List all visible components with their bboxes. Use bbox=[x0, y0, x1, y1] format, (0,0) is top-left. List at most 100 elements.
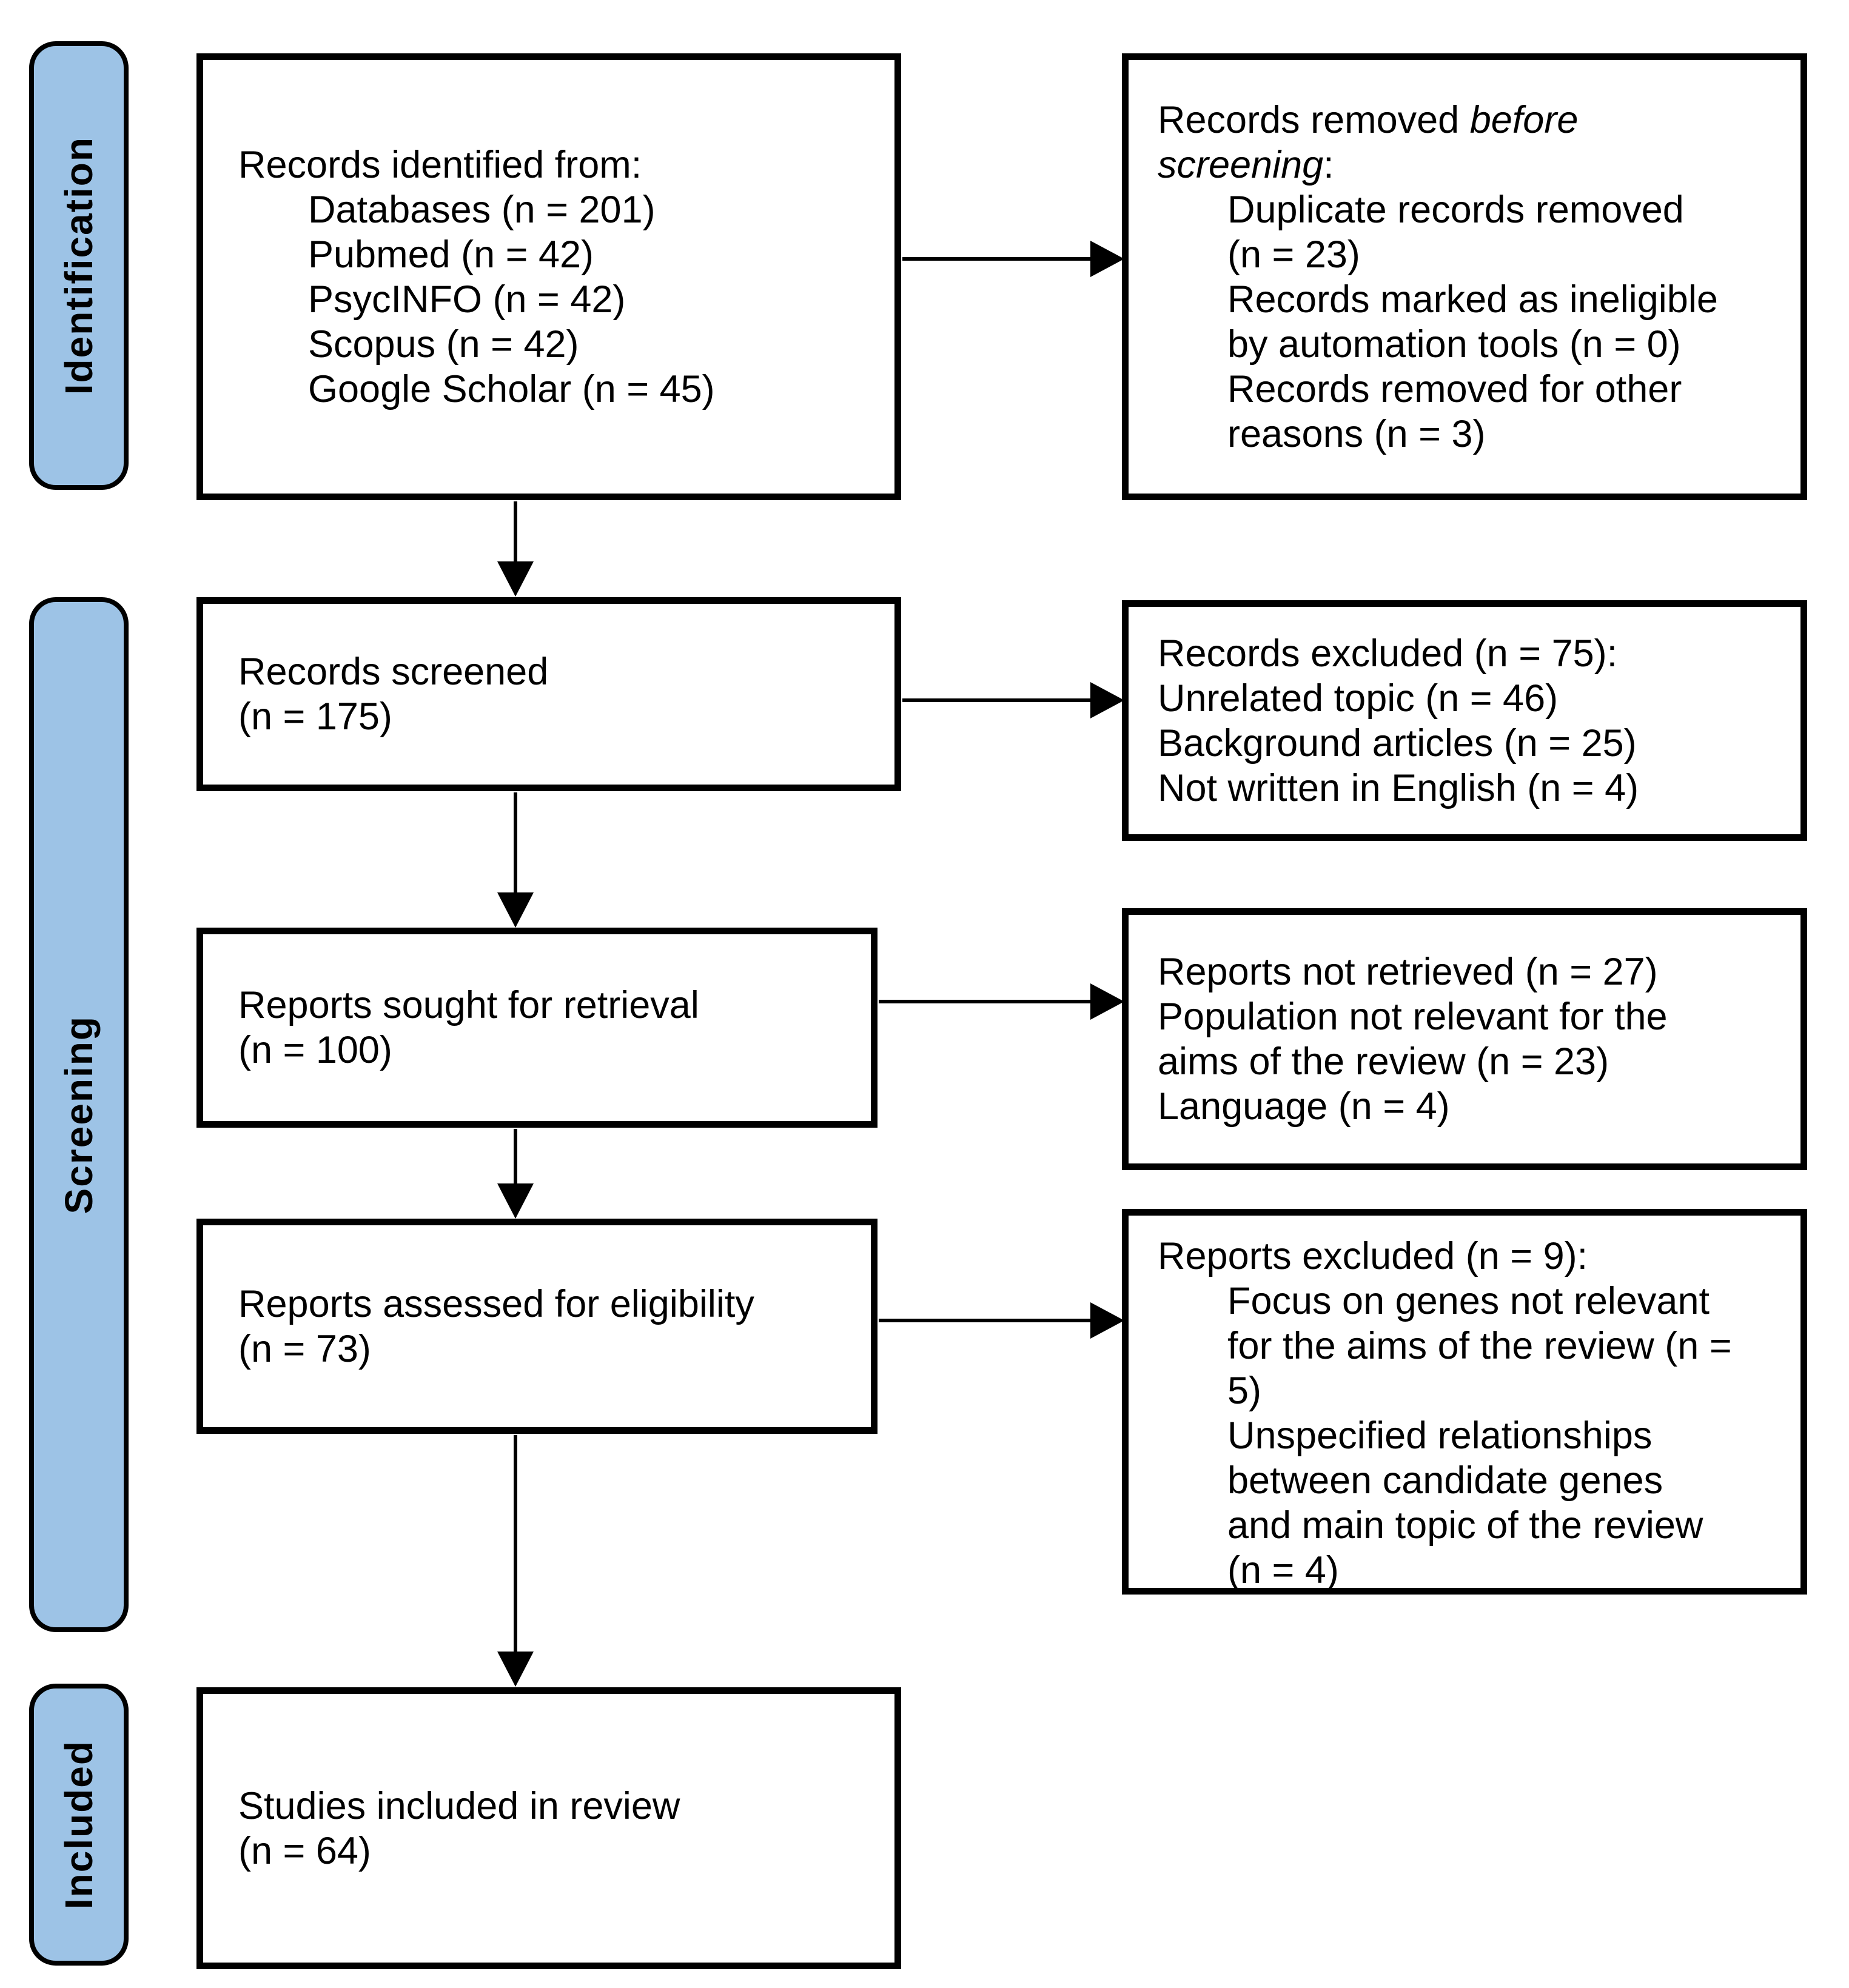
text-run: reasons (n = 3) bbox=[1227, 412, 1486, 455]
text-run: Reports excluded (n = 9): bbox=[1158, 1235, 1588, 1277]
box-reports-sought: Reports sought for retrieval(n = 100) bbox=[196, 928, 878, 1128]
text-run: PsycINFO (n = 42) bbox=[308, 278, 626, 321]
text-line: Pubmed (n = 42) bbox=[238, 232, 876, 277]
text-run: Population not relevant for the bbox=[1158, 996, 1668, 1038]
text-run: Duplicate records removed bbox=[1227, 188, 1684, 231]
text-line: Records removed before bbox=[1158, 98, 1782, 142]
arrow-assessed-to-included bbox=[497, 1435, 534, 1687]
text-run: : bbox=[1323, 143, 1334, 186]
text-line: Not written in English (n = 4) bbox=[1158, 766, 1782, 811]
text-run: for the aims of the review (n = bbox=[1227, 1325, 1732, 1367]
text-run: and main topic of the review bbox=[1227, 1504, 1703, 1547]
text-run: (n = 175) bbox=[238, 695, 392, 738]
text-line: between candidate genes bbox=[1158, 1458, 1782, 1503]
text-run: (n = 4) bbox=[1227, 1549, 1339, 1591]
text-run: (n = 100) bbox=[238, 1029, 392, 1071]
text-line: (n = 175) bbox=[238, 694, 876, 739]
text-line: Unspecified relationships bbox=[1158, 1413, 1782, 1458]
text-line: Background articles (n = 25) bbox=[1158, 721, 1782, 766]
text-line: Google Scholar (n = 45) bbox=[238, 367, 876, 412]
text-line: (n = 100) bbox=[238, 1028, 853, 1073]
text-line: PsycINFO (n = 42) bbox=[238, 277, 876, 322]
text-line: Focus on genes not relevant bbox=[1158, 1279, 1782, 1324]
text-line: Population not relevant for the bbox=[1158, 994, 1782, 1039]
text-run: Reports sought for retrieval bbox=[238, 984, 699, 1026]
arrow-screened-to-sought bbox=[497, 792, 534, 928]
text-run: Language (n = 4) bbox=[1158, 1085, 1450, 1128]
stage-label-identification: Identification bbox=[57, 136, 101, 395]
text-run: (n = 23) bbox=[1227, 233, 1360, 276]
text-run: Google Scholar (n = 45) bbox=[308, 367, 715, 410]
text-line: (n = 4) bbox=[1158, 1548, 1782, 1591]
text-line: (n = 64) bbox=[238, 1829, 876, 1873]
stage-band-included: Included bbox=[29, 1684, 129, 1966]
text-run-italic: screening bbox=[1158, 143, 1324, 186]
text-line: Reports sought for retrieval bbox=[238, 983, 853, 1028]
text-line: Records excluded (n = 75): bbox=[1158, 631, 1782, 676]
box-reports-excluded: Reports excluded (n = 9):Focus on genes … bbox=[1122, 1209, 1807, 1595]
text-run: Databases (n = 201) bbox=[308, 188, 656, 231]
text-line: Reports excluded (n = 9): bbox=[1158, 1234, 1782, 1279]
arrow-assessed-to-reports-excluded bbox=[879, 1302, 1124, 1339]
text-line: reasons (n = 3) bbox=[1158, 412, 1782, 457]
box-records-excluded: Records excluded (n = 75):Unrelated topi… bbox=[1122, 600, 1807, 841]
text-run: Focus on genes not relevant bbox=[1227, 1280, 1710, 1322]
box-records-screened: Records screened(n = 175) bbox=[196, 597, 901, 791]
stage-label-included: Included bbox=[57, 1739, 101, 1910]
text-line: (n = 23) bbox=[1158, 232, 1782, 277]
text-run: (n = 73) bbox=[238, 1327, 371, 1370]
arrow-sought-to-assessed bbox=[497, 1129, 534, 1219]
text-line: Records marked as ineligible bbox=[1158, 277, 1782, 322]
text-line: for the aims of the review (n = bbox=[1158, 1324, 1782, 1368]
text-line: by automation tools (n = 0) bbox=[1158, 322, 1782, 367]
box-reports-not-retrieved: Reports not retrieved (n = 27)Population… bbox=[1122, 908, 1807, 1170]
text-line: Language (n = 4) bbox=[1158, 1084, 1782, 1129]
box-studies-included: Studies included in review(n = 64) bbox=[196, 1687, 901, 1969]
text-line: Studies included in review bbox=[238, 1784, 876, 1829]
text-run: Records excluded (n = 75): bbox=[1158, 632, 1618, 675]
text-run: Unspecified relationships bbox=[1227, 1414, 1653, 1457]
text-run: Records identified from: bbox=[238, 143, 642, 186]
text-run: Studies included in review bbox=[238, 1784, 680, 1827]
arrow-screened-to-excluded bbox=[902, 682, 1124, 718]
stage-band-screening: Screening bbox=[29, 597, 129, 1632]
text-run: by automation tools (n = 0) bbox=[1227, 323, 1681, 366]
box-reports-assessed: Reports assessed for eligibility(n = 73) bbox=[196, 1219, 878, 1434]
arrow-identified-to-removed bbox=[902, 241, 1124, 277]
text-line: Reports assessed for eligibility bbox=[238, 1282, 853, 1327]
text-run: (n = 64) bbox=[238, 1829, 371, 1872]
text-run: Pubmed (n = 42) bbox=[308, 233, 594, 276]
text-line: Databases (n = 201) bbox=[238, 187, 876, 232]
text-run-italic: before bbox=[1469, 98, 1579, 141]
text-line: Records identified from: bbox=[238, 142, 876, 187]
text-run: Records removed bbox=[1158, 98, 1470, 141]
text-run: Reports not retrieved (n = 27) bbox=[1158, 951, 1658, 993]
text-run: between candidate genes bbox=[1227, 1459, 1663, 1502]
stage-band-identification: Identification bbox=[29, 41, 129, 490]
arrow-identified-to-screened bbox=[497, 501, 534, 597]
text-run: Records screened bbox=[238, 651, 549, 693]
text-run: aims of the review (n = 23) bbox=[1158, 1040, 1609, 1083]
text-run: Background articles (n = 25) bbox=[1158, 721, 1637, 765]
text-line: aims of the review (n = 23) bbox=[1158, 1039, 1782, 1084]
arrow-sought-to-not-retrieved bbox=[879, 983, 1124, 1020]
text-line: Scopus (n = 42) bbox=[238, 322, 876, 367]
text-run: Reports assessed for eligibility bbox=[238, 1282, 754, 1325]
text-line: Duplicate records removed bbox=[1158, 187, 1782, 232]
text-line: screening: bbox=[1158, 142, 1782, 187]
text-run: Unrelated topic (n = 46) bbox=[1158, 677, 1559, 720]
text-line: Reports not retrieved (n = 27) bbox=[1158, 949, 1782, 994]
text-run: Not written in English (n = 4) bbox=[1158, 766, 1639, 809]
text-line: and main topic of the review bbox=[1158, 1503, 1782, 1548]
text-run: Records marked as ineligible bbox=[1227, 278, 1718, 321]
box-records-identified: Records identified from:Databases (n = 2… bbox=[196, 53, 901, 500]
text-line: Unrelated topic (n = 46) bbox=[1158, 676, 1782, 721]
text-line: (n = 73) bbox=[238, 1327, 853, 1371]
text-run: Scopus (n = 42) bbox=[308, 323, 579, 366]
text-run: Records removed for other bbox=[1227, 367, 1682, 410]
text-line: 5) bbox=[1158, 1368, 1782, 1413]
text-line: Records removed for other bbox=[1158, 367, 1782, 412]
